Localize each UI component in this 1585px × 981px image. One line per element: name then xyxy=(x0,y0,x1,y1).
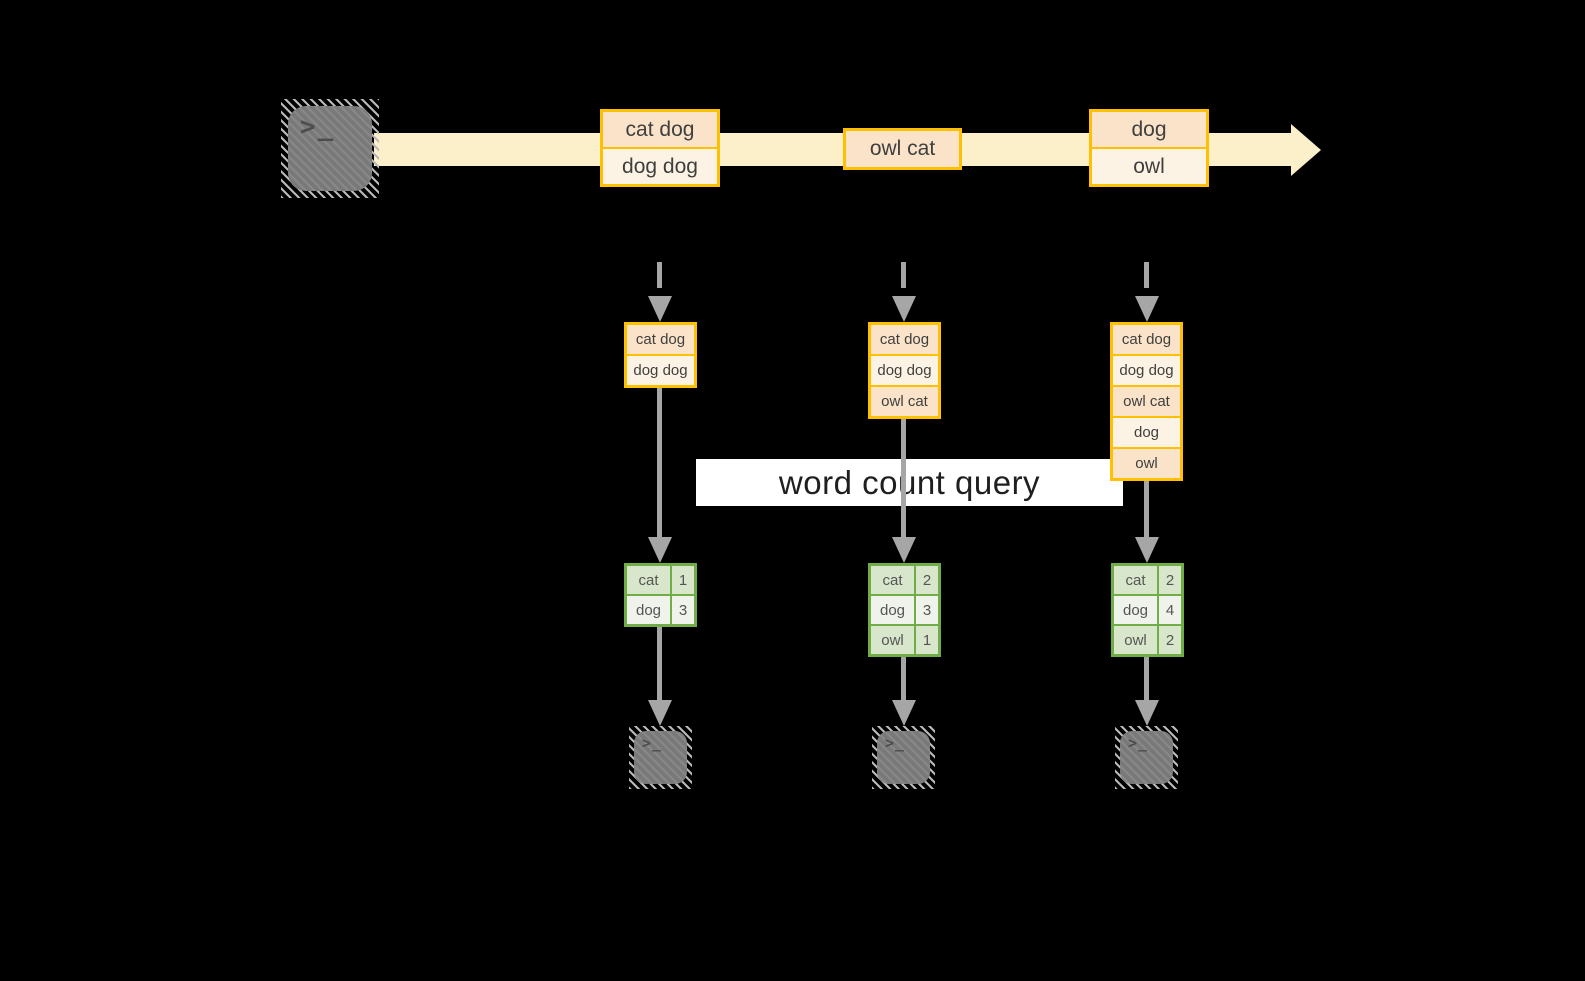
batch-item: owl xyxy=(1092,147,1206,184)
micro-batch-item: owl cat xyxy=(1113,385,1180,416)
stream-batch-1: cat dog dog dog xyxy=(600,109,720,187)
terminal-screen: >_ xyxy=(1120,731,1173,784)
stream-arrowhead-icon xyxy=(1291,124,1321,176)
dashed-arrow xyxy=(1144,262,1149,288)
batch-item: dog xyxy=(1092,112,1206,147)
stream-source-terminal-icon: >_ xyxy=(281,99,379,198)
query-label: word count query xyxy=(778,463,1041,501)
count-row: owl 2 xyxy=(1114,624,1181,654)
sink-terminal-icon-2: >_ xyxy=(872,726,935,789)
word-cell: cat xyxy=(871,566,916,594)
down-arrowhead-icon xyxy=(648,700,672,726)
down-arrowhead-icon xyxy=(892,700,916,726)
word-cell: dog xyxy=(871,596,916,624)
micro-batch-item: cat dog xyxy=(627,325,694,354)
dashed-arrowhead-icon xyxy=(1135,296,1159,322)
micro-batch-item: cat dog xyxy=(871,325,938,354)
terminal-screen: >_ xyxy=(288,106,372,191)
word-cell: dog xyxy=(627,596,672,624)
count-row: dog 3 xyxy=(871,594,938,624)
count-table-2: cat 2 dog 3 owl 1 xyxy=(868,563,941,657)
count-row: cat 2 xyxy=(871,566,938,594)
down-arrow xyxy=(901,418,906,540)
word-cell: cat xyxy=(627,566,672,594)
down-arrowhead-icon xyxy=(1135,537,1159,563)
terminal-prompt-icon: >_ xyxy=(1128,734,1149,752)
down-arrow xyxy=(901,657,906,703)
word-cell: owl xyxy=(871,626,916,654)
sink-terminal-icon-1: >_ xyxy=(629,726,692,789)
count-cell: 1 xyxy=(916,626,938,654)
count-table-3: cat 2 dog 4 owl 2 xyxy=(1111,563,1184,657)
down-arrowhead-icon xyxy=(892,537,916,563)
count-cell: 2 xyxy=(1159,566,1181,594)
down-arrow xyxy=(1144,481,1149,540)
terminal-screen: >_ xyxy=(877,731,930,784)
stream-batch-2: owl cat xyxy=(843,128,962,170)
terminal-prompt-icon: >_ xyxy=(300,112,336,142)
terminal-prompt-icon: >_ xyxy=(642,734,663,752)
query-band: word count query xyxy=(696,459,1123,506)
micro-batch-box-3: cat dog dog dog owl cat dog owl xyxy=(1110,322,1183,481)
micro-batch-box-2: cat dog dog dog owl cat xyxy=(868,322,941,419)
count-row: cat 2 xyxy=(1114,566,1181,594)
count-table-1: cat 1 dog 3 xyxy=(624,563,697,627)
dashed-arrowhead-icon xyxy=(892,296,916,322)
count-cell: 3 xyxy=(672,596,694,624)
word-cell: dog xyxy=(1114,596,1159,624)
dashed-arrow xyxy=(901,262,906,288)
dashed-arrowhead-icon xyxy=(648,296,672,322)
micro-batch-item: cat dog xyxy=(1113,325,1180,354)
count-row: dog 4 xyxy=(1114,594,1181,624)
count-row: cat 1 xyxy=(627,566,694,594)
micro-batch-item: dog xyxy=(1113,416,1180,447)
down-arrow xyxy=(657,627,662,703)
micro-batch-item: dog dog xyxy=(871,354,938,385)
micro-batch-item: dog dog xyxy=(627,354,694,385)
word-cell: cat xyxy=(1114,566,1159,594)
count-cell: 3 xyxy=(916,596,938,624)
down-arrow xyxy=(1144,657,1149,703)
micro-batch-item: owl cat xyxy=(871,385,938,416)
count-cell: 4 xyxy=(1159,596,1181,624)
terminal-prompt-icon: >_ xyxy=(885,734,906,752)
terminal-screen: >_ xyxy=(634,731,687,784)
count-cell: 2 xyxy=(916,566,938,594)
batch-item: cat dog xyxy=(603,112,717,147)
count-cell: 2 xyxy=(1159,626,1181,654)
count-row: dog 3 xyxy=(627,594,694,624)
batch-item: dog dog xyxy=(603,147,717,184)
batch-item: owl cat xyxy=(846,131,959,167)
micro-batch-box-1: cat dog dog dog xyxy=(624,322,697,388)
down-arrowhead-icon xyxy=(648,537,672,563)
stream-batch-3: dog owl xyxy=(1089,109,1209,187)
sink-terminal-icon-3: >_ xyxy=(1115,726,1178,789)
count-cell: 1 xyxy=(672,566,694,594)
micro-batch-item: owl xyxy=(1113,447,1180,478)
down-arrow xyxy=(657,388,662,540)
count-row: owl 1 xyxy=(871,624,938,654)
dashed-arrow xyxy=(657,262,662,288)
word-cell: owl xyxy=(1114,626,1159,654)
micro-batch-item: dog dog xyxy=(1113,354,1180,385)
down-arrowhead-icon xyxy=(1135,700,1159,726)
